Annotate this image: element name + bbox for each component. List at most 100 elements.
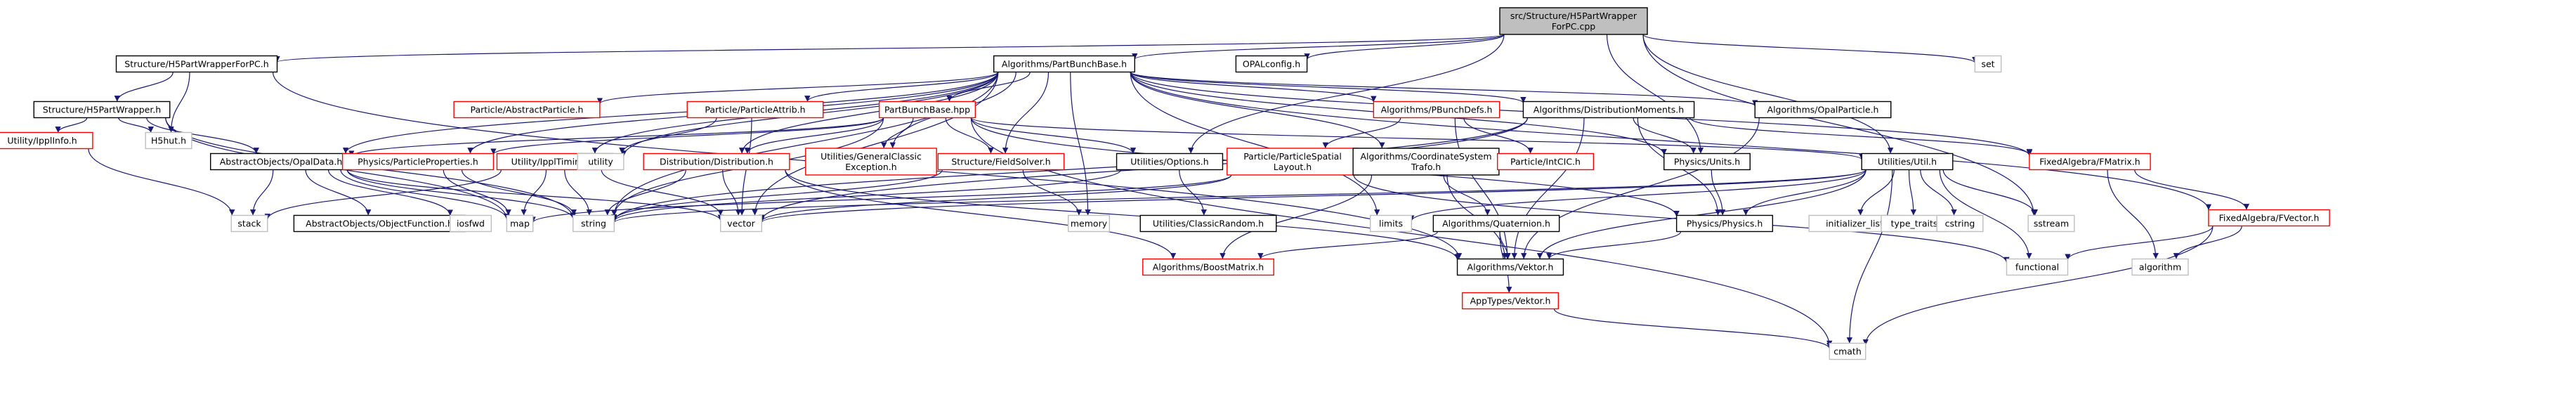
- node-utility[interactable]: utility: [577, 152, 625, 171]
- node-box: [1139, 214, 1277, 233]
- node-apptypesvektor[interactable]: AppTypes/Vektor.h: [1461, 292, 1560, 310]
- node-box: [230, 214, 268, 233]
- node-label: Algorithms/CoordinateSystem: [1360, 151, 1491, 162]
- node-utilutil[interactable]: Utilities/Util.h: [1861, 152, 1954, 171]
- node-cmath[interactable]: cmath: [1829, 342, 1866, 360]
- node-opalcfg[interactable]: OPALconfig.h: [1235, 55, 1308, 73]
- edge-pbb-to-pbbhpp: [946, 72, 1031, 102]
- node-typetraits[interactable]: type_traits: [1881, 214, 1948, 233]
- edge-ipplinfo-to-stack: [88, 148, 235, 216]
- node-label: algorithm: [2139, 262, 2181, 273]
- node-ipplinfo[interactable]: Utility/IpplInfo.h: [0, 131, 93, 150]
- edge-fmatrix-to-fvector: [2134, 169, 2250, 210]
- node-limits[interactable]: limits: [1369, 214, 1412, 233]
- edge-pbb-to-distmom: [1130, 71, 1526, 103]
- node-string[interactable]: string: [573, 214, 615, 233]
- node-h5w[interactable]: Structure/H5PartWrapper.h: [33, 100, 171, 119]
- node-h5wpc[interactable]: Structure/H5PartWrapperForPC.h: [115, 55, 278, 73]
- node-label: Utilities/ClassicRandom.h: [1153, 219, 1264, 229]
- edge-absopaldata-to-objfunc: [305, 169, 372, 216]
- node-distmom[interactable]: Algorithms/DistributionMoments.h: [1522, 100, 1695, 119]
- node-label: Algorithms/PartBunchBase.h: [1002, 59, 1127, 70]
- node-layer: src/Structure/H5PartWrapperForPC.cppStru…: [0, 7, 2330, 360]
- edge-physics-to-vektor: [1546, 231, 1682, 259]
- node-box: [2029, 152, 2151, 171]
- node-quaternion[interactable]: Algorithms/Quaternion.h: [1432, 214, 1560, 233]
- node-box: [1829, 342, 1866, 360]
- node-label: Utility/IpplInfo.h: [7, 136, 77, 146]
- node-box: [1227, 148, 1359, 176]
- node-options[interactable]: Utilities/Options.h: [1116, 152, 1224, 171]
- node-box: [145, 131, 192, 150]
- node-initlist[interactable]: initializer_list: [1808, 214, 1901, 233]
- edge-fvector-to-cmath: [1862, 226, 2214, 346]
- node-intcic[interactable]: Particle/IntCIC.h: [1496, 152, 1595, 171]
- edge-pbbhpp-to-absopaldata: [348, 117, 884, 157]
- node-box: [1522, 100, 1695, 119]
- node-label: vector: [727, 219, 756, 229]
- edge-ippltimings-to-map: [521, 169, 547, 216]
- node-box: [1456, 258, 1564, 276]
- node-label: Algorithms/Quaternion.h: [1442, 219, 1550, 229]
- edge-pbbhpp-to-ppprops: [490, 117, 884, 155]
- node-memory[interactable]: memory: [1067, 214, 1110, 233]
- edge-absopaldata-to-vector: [346, 169, 724, 221]
- node-pbdefs[interactable]: Algorithms/PBunchDefs.h: [1373, 100, 1501, 119]
- node-fmatrix[interactable]: FixedAlgebra/FMatrix.h: [2029, 152, 2151, 171]
- node-distribution[interactable]: Distribution/Distribution.h: [643, 152, 790, 171]
- edge-fieldsolver-to-string: [611, 169, 943, 221]
- node-pattrib[interactable]: Particle/ParticleAttrib.h: [686, 100, 824, 119]
- node-map[interactable]: map: [506, 214, 534, 233]
- node-ppprops[interactable]: Physics/ParticleProperties.h: [341, 152, 495, 171]
- node-boostmatrix[interactable]: Algorithms/BoostMatrix.h: [1142, 258, 1274, 276]
- node-classicrandom[interactable]: Utilities/ClassicRandom.h: [1139, 214, 1277, 233]
- edge-utilutil-to-limits: [1408, 169, 1866, 221]
- node-h5hut[interactable]: H5hut.h: [145, 131, 192, 150]
- edge-absopaldata-to-string: [346, 169, 576, 219]
- node-fieldsolver[interactable]: Structure/FieldSolver.h: [937, 152, 1065, 171]
- edge-distribution-to-vector: [722, 169, 742, 216]
- node-label: Algorithms/DistributionMoments.h: [1534, 105, 1684, 115]
- edge-pbbhpp-to-gcexc: [881, 117, 914, 149]
- node-physics[interactable]: Physics/Physics.h: [1675, 214, 1774, 233]
- node-fvector[interactable]: FixedAlgebra/FVector.h: [2208, 209, 2330, 227]
- node-iosfwd[interactable]: iosfwd: [450, 214, 492, 233]
- node-root[interactable]: src/Structure/H5PartWrapperForPC.cpp: [1499, 7, 1648, 35]
- node-objfunc[interactable]: AbstractObjects/ObjectFunction.h: [293, 214, 466, 233]
- node-vektor[interactable]: Algorithms/Vektor.h: [1456, 258, 1564, 276]
- node-algorithm[interactable]: algorithm: [2131, 258, 2189, 276]
- edge-distmom-to-string: [611, 117, 1528, 221]
- node-pbb[interactable]: Algorithms/PartBunchBase.h: [993, 55, 1135, 73]
- edge-ppprops-to-string: [461, 169, 577, 216]
- node-units[interactable]: Physics/Units.h: [1663, 152, 1751, 171]
- edge-root-to-set: [1642, 34, 1978, 63]
- node-absparticle[interactable]: Particle/AbstractParticle.h: [453, 100, 601, 119]
- node-box: [1974, 55, 2002, 73]
- node-pbbhpp[interactable]: PartBunchBase.hpp: [878, 100, 976, 119]
- edge-utilutil-to-vector: [759, 169, 1866, 223]
- edge-root-to-h5wpc: [275, 34, 1505, 63]
- node-label: Structure/H5PartWrapperForPC.h: [124, 59, 268, 70]
- node-functional[interactable]: functional: [2006, 258, 2069, 276]
- node-box: [1067, 214, 1110, 233]
- edge-h5w-to-h5hut: [118, 117, 154, 133]
- node-box: [573, 214, 615, 233]
- node-absopaldata[interactable]: AbstractObjects/OpalData.h: [210, 152, 353, 171]
- edge-pbb-to-absopaldata: [342, 72, 999, 154]
- node-box: [341, 152, 495, 171]
- node-opalparticle[interactable]: Algorithms/OpalParticle.h: [1754, 100, 1892, 119]
- node-label: Particle/ParticleSpatial: [1243, 151, 1342, 162]
- node-cstring[interactable]: cstring: [1936, 214, 1984, 233]
- node-set[interactable]: set: [1974, 55, 2002, 73]
- node-label: Particle/ParticleAttrib.h: [705, 105, 805, 115]
- node-box: [686, 100, 824, 119]
- edge-h5wpc-to-h5hut: [168, 72, 190, 133]
- node-label: ForPC.cpp: [1552, 21, 1596, 32]
- node-box: [1352, 148, 1500, 176]
- node-stack[interactable]: stack: [230, 214, 268, 233]
- node-sstream[interactable]: sstream: [2027, 214, 2075, 233]
- node-vector[interactable]: vector: [719, 214, 762, 233]
